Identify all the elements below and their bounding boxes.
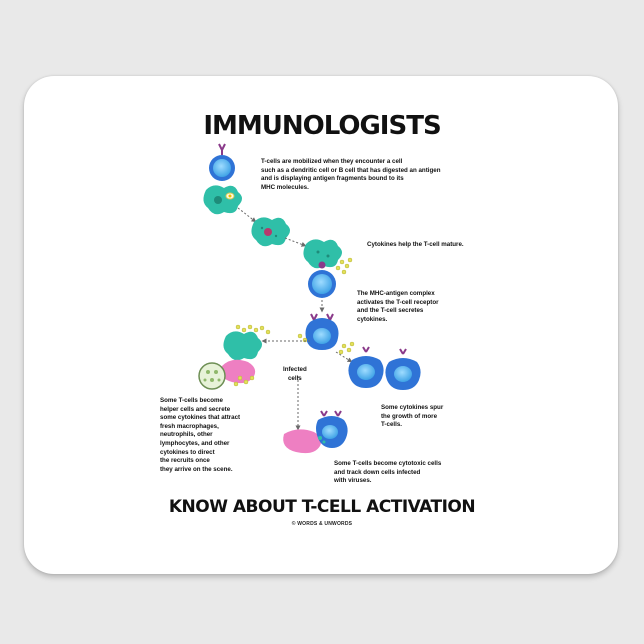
caption-mhc-complex: The MHC-antigen complex activates the T-… (357, 290, 439, 323)
infected-cell-1 (221, 359, 256, 384)
cytokine-cluster-1 (335, 257, 353, 275)
arrow-1 (237, 207, 257, 223)
arrow-2 (284, 237, 307, 247)
caption-cytokines-mature: Cytokines help the T-cell mature. (367, 241, 464, 248)
t-cell-activated (305, 313, 339, 350)
dendritic-cell-3 (303, 239, 342, 269)
t-cell-resting (209, 143, 235, 181)
dendritic-cell-2 (251, 217, 290, 247)
cytokine-cluster-3 (235, 324, 271, 335)
t-cell-clone-2 (385, 348, 421, 390)
cytokine-cluster-4 (233, 375, 255, 387)
helper-dendritic-cell (223, 331, 262, 361)
arrow-to-growth (335, 351, 353, 363)
page-subtitle: KNOW ABOUT T-CELL ACTIVATION (168, 497, 476, 517)
t-cell-clone-1 (348, 346, 384, 388)
page-title: IMMUNOLOGISTS (203, 111, 441, 141)
caption-cytotoxic: Some T-cells become cytotoxic cells and … (334, 460, 442, 485)
caption-growth: Some cytokines spur the growth of more T… (381, 404, 444, 429)
macrophage (198, 362, 226, 390)
cytokine-cluster-2 (297, 333, 355, 355)
credit-line: © WORDS & UNWORDS (291, 521, 353, 527)
caption-infected: Infected cells (283, 366, 307, 382)
dendritic-cell-1 (203, 185, 242, 215)
infected-cell-2 (283, 429, 322, 454)
t-cell-cytotoxic (316, 410, 348, 448)
caption-mobilized: T-cells are mobilized when they encounte… (261, 158, 441, 191)
caption-helper: Some T-cells become helper cells and sec… (160, 397, 241, 473)
t-cell-activating (308, 270, 336, 298)
